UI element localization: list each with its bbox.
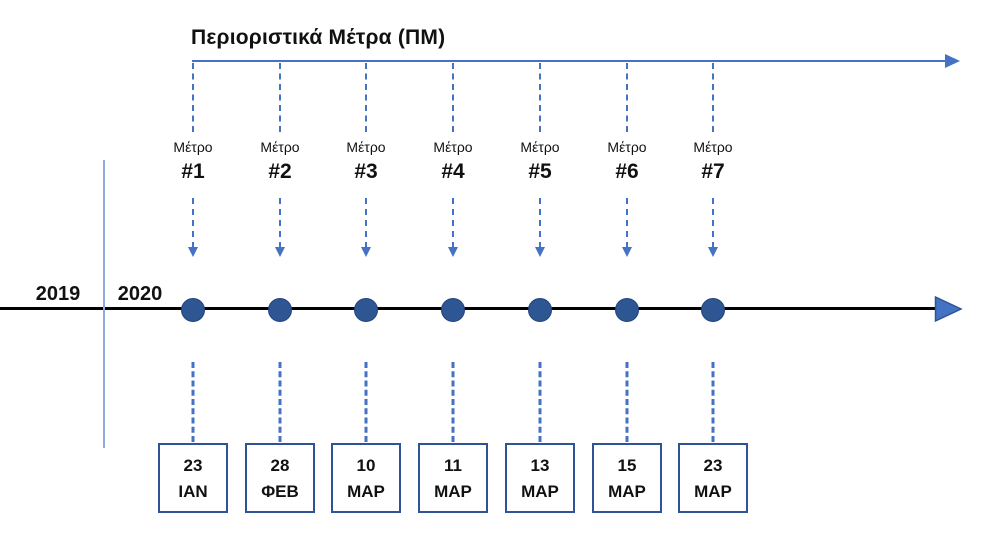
down-arrow-icon	[535, 247, 545, 257]
date-month: ΙΑΝ	[178, 482, 208, 501]
dashed-connector-top	[539, 63, 541, 132]
date-day: 23	[703, 456, 723, 475]
dashed-connector-arrow	[539, 198, 541, 248]
date-box: 13 ΜΑΡ	[505, 443, 575, 513]
timeline-dot	[615, 298, 639, 322]
date-day: 10	[356, 456, 376, 475]
timeline-dot	[701, 298, 725, 322]
measure-number: #3	[354, 160, 378, 183]
right-arrow-icon	[945, 54, 960, 68]
dashed-connector-bottom	[278, 362, 282, 442]
measure-label: Μέτρο #2	[232, 138, 328, 185]
diagram-title: Περιοριστικά Μέτρα (ΠΜ)	[191, 26, 446, 49]
dashed-connector-arrow	[712, 198, 714, 248]
dashed-connector-bottom	[191, 362, 195, 442]
timeline-dot	[528, 298, 552, 322]
date-month: ΜΑΡ	[521, 482, 559, 501]
dashed-connector-top	[452, 63, 454, 132]
dashed-connector-top	[365, 63, 367, 132]
measure-name: Μέτρο	[607, 139, 647, 155]
timeline-axis	[0, 307, 936, 310]
dashed-connector-top	[279, 63, 281, 132]
measure-label: Μέτρο #6	[579, 138, 675, 185]
measure-name: Μέτρο	[433, 139, 473, 155]
down-arrow-icon	[708, 247, 718, 257]
date-box: 23 ΙΑΝ	[158, 443, 228, 513]
measure-number: #7	[701, 160, 725, 183]
dashed-connector-arrow	[626, 198, 628, 248]
measure-name: Μέτρο	[346, 139, 386, 155]
timeline-dot	[354, 298, 378, 322]
down-arrow-icon	[361, 247, 371, 257]
timeline-dot	[181, 298, 205, 322]
date-day: 28	[270, 456, 290, 475]
dashed-connector-arrow	[279, 198, 281, 248]
year-label-2020: 2020	[117, 283, 163, 305]
measure-label: Μέτρο #3	[318, 138, 414, 185]
date-box: 11 ΜΑΡ	[418, 443, 488, 513]
date-day: 23	[183, 456, 203, 475]
dashed-connector-bottom	[451, 362, 455, 442]
dashed-connector-bottom	[364, 362, 368, 442]
date-day: 13	[530, 456, 550, 475]
date-month: ΜΑΡ	[694, 482, 732, 501]
measure-number: #1	[181, 160, 205, 183]
dashed-connector-arrow	[452, 198, 454, 248]
measure-number: #6	[615, 160, 639, 183]
dashed-connector-arrow	[192, 198, 194, 248]
measure-label: Μέτρο #4	[405, 138, 501, 185]
date-box: 10 ΜΑΡ	[331, 443, 401, 513]
timeline-dot	[268, 298, 292, 322]
dashed-connector-bottom	[711, 362, 715, 442]
dashed-connector-top	[626, 63, 628, 132]
date-day: 11	[444, 456, 462, 475]
measure-label: Μέτρο #5	[492, 138, 588, 185]
measure-name: Μέτρο	[260, 139, 300, 155]
date-month: ΜΑΡ	[608, 482, 646, 501]
down-arrow-icon	[188, 247, 198, 257]
year-divider-line	[103, 160, 105, 448]
measure-name: Μέτρο	[693, 139, 733, 155]
dashed-connector-arrow	[365, 198, 367, 248]
date-box: 23 ΜΑΡ	[678, 443, 748, 513]
dashed-connector-bottom	[625, 362, 629, 442]
measure-number: #5	[528, 160, 552, 183]
date-box: 28 ΦΕΒ	[245, 443, 315, 513]
down-arrow-icon	[448, 247, 458, 257]
date-month: ΜΑΡ	[347, 482, 385, 501]
measure-label: Μέτρο #1	[145, 138, 241, 185]
dashed-connector-bottom	[538, 362, 542, 442]
date-month: ΦΕΒ	[261, 482, 299, 501]
date-day: 15	[617, 456, 637, 475]
measures-span-line	[192, 60, 946, 62]
dashed-connector-top	[712, 63, 714, 132]
date-box: 15 ΜΑΡ	[592, 443, 662, 513]
down-arrow-icon	[622, 247, 632, 257]
date-month: ΜΑΡ	[434, 482, 472, 501]
timeline-arrowhead-icon	[934, 295, 963, 323]
dashed-connector-top	[192, 63, 194, 132]
measure-number: #2	[268, 160, 292, 183]
year-label-2019: 2019	[35, 283, 81, 305]
measure-name: Μέτρο	[173, 139, 213, 155]
measure-label: Μέτρο #7	[665, 138, 761, 185]
timeline-dot	[441, 298, 465, 322]
measure-name: Μέτρο	[520, 139, 560, 155]
down-arrow-icon	[275, 247, 285, 257]
measure-number: #4	[441, 160, 465, 183]
